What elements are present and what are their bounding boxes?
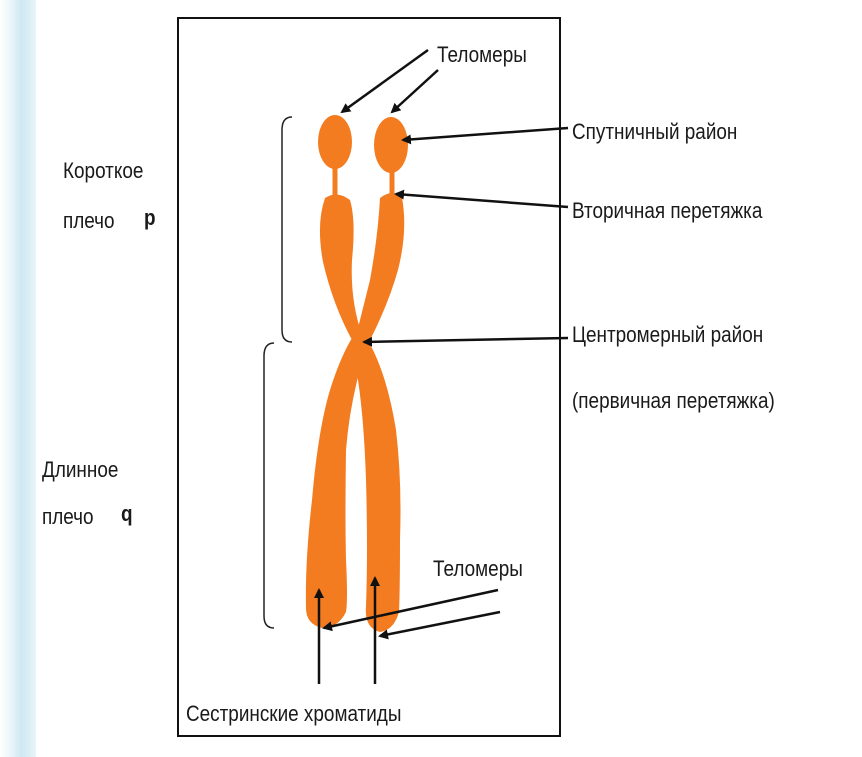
arrow-telomere-bottom-left: [324, 590, 498, 628]
arrow-telomere-top-right: [392, 70, 438, 112]
label-long-arm-word: Длинное: [42, 459, 118, 481]
short-arm-bracket: [282, 117, 292, 342]
arrow-centromere: [364, 338, 568, 342]
arrow-secondary-constriction: [396, 194, 568, 207]
label-primary-constriction: (первичная перетяжка): [572, 390, 775, 412]
short-arm-right: [356, 193, 404, 341]
label-telomeres-top: Теломеры: [437, 44, 527, 66]
arrow-satellite: [403, 128, 568, 140]
label-long-arm-letter: q: [121, 503, 133, 525]
label-long-arm-pleche: плечо: [42, 506, 94, 528]
long-arm-bracket: [264, 343, 274, 628]
long-arm-right: [355, 338, 400, 632]
label-secondary-constriction: Вторичная перетяжка: [572, 200, 762, 222]
label-short-arm-word: Короткое: [63, 160, 143, 182]
label-sister-chromatids: Сестринские хроматиды: [186, 703, 401, 725]
short-arm-left: [320, 194, 362, 340]
satellite-left: [318, 115, 352, 169]
arrow-telomere-top-left: [342, 50, 428, 112]
label-short-arm-pleche: плечо: [63, 210, 115, 232]
arrow-telomere-bottom-right: [380, 612, 500, 636]
label-satellite-region: Спутничный район: [572, 121, 737, 143]
label-short-arm-letter: p: [144, 207, 156, 229]
label-telomeres-bottom: Теломеры: [433, 558, 523, 580]
chromatid-left: [306, 115, 365, 628]
label-centromere-region: Центромерный район: [572, 324, 763, 346]
long-arm-left: [306, 338, 365, 628]
satellite-right: [374, 117, 408, 173]
